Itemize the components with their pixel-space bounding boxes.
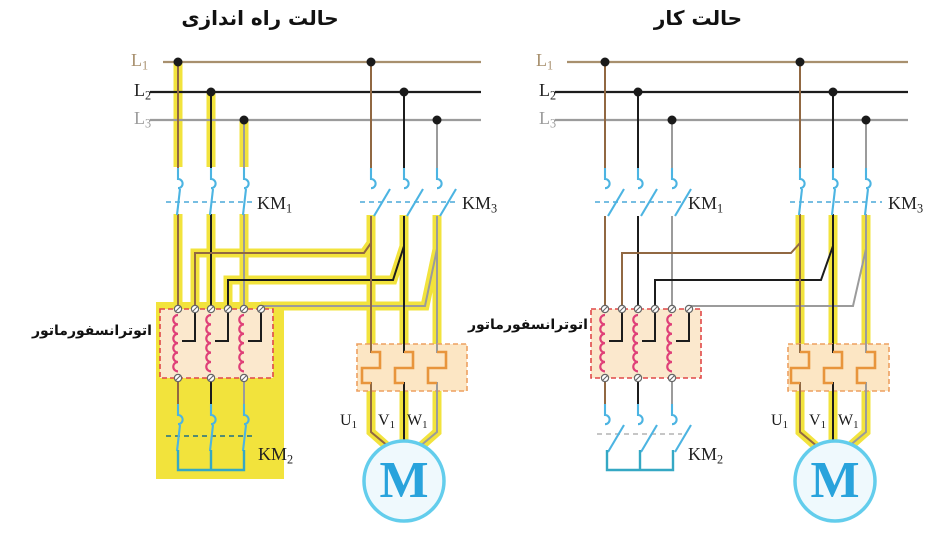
contact-hook (242, 168, 250, 190)
winding (632, 313, 639, 373)
contact-hook (636, 404, 644, 426)
label-km1: KM1 (688, 193, 724, 216)
left-diagram-starting-mode (150, 57, 481, 523)
label-l1: L1 (536, 50, 554, 73)
label-w1: W1 (838, 412, 859, 432)
label-l2: L2 (539, 80, 557, 103)
contact-hook (209, 168, 217, 190)
label-u1: U1 (771, 412, 788, 432)
contact-hook (670, 404, 678, 426)
right-diagram-run-mode (555, 57, 908, 523)
heater-element (393, 350, 415, 385)
label-km2: KM2 (688, 444, 724, 467)
label-l3: L3 (539, 108, 557, 131)
contact-hook (176, 404, 184, 426)
contact-hook (603, 404, 611, 426)
contact-hook (603, 168, 611, 190)
motor-letter: M (379, 452, 429, 509)
terminals (173, 304, 266, 383)
winding (666, 313, 673, 373)
overload-relay (356, 343, 468, 392)
contact-hook (176, 168, 184, 190)
star-point-bar (176, 450, 246, 472)
heater-element (789, 350, 811, 385)
label-autotransformer: اتوترانسفورماتور (467, 317, 588, 333)
winding (205, 313, 212, 373)
km1-contactor-closed (166, 168, 252, 216)
label-w1: W1 (407, 412, 428, 432)
star-point-bar (605, 450, 675, 472)
label-km2: KM2 (258, 444, 294, 467)
contact-hook (209, 404, 217, 426)
motor (362, 439, 446, 523)
terminals (600, 304, 694, 383)
label-v1: V1 (809, 412, 826, 432)
label-u1: U1 (340, 412, 357, 432)
contact-hook (242, 404, 250, 426)
label-km3: KM3 (462, 193, 498, 216)
supply-buses (150, 60, 481, 122)
label-km1: KM1 (257, 193, 293, 216)
contact-hook (435, 168, 443, 190)
km1-contactor-open (595, 168, 692, 217)
km2-contactor-open (597, 404, 692, 472)
overload-relay (787, 343, 890, 392)
contact-hook (831, 168, 839, 190)
autotransformer (159, 304, 274, 383)
label-l3: L3 (134, 108, 152, 131)
label-l1: L1 (131, 50, 149, 73)
label-km3: KM3 (888, 193, 924, 216)
label-v1: V1 (378, 412, 395, 432)
heater-element (822, 350, 844, 385)
winding (172, 313, 179, 373)
contact-hook (864, 168, 872, 190)
right-diagram-title: حالت کار (653, 6, 743, 30)
heater-element (426, 350, 448, 385)
junction-dots (600, 57, 871, 125)
heater-element (360, 350, 382, 385)
heater-element (855, 350, 877, 385)
contact-hook (798, 168, 806, 190)
km2-contactor-closed (166, 404, 252, 472)
contact-hook (636, 168, 644, 190)
left-diagram-title: حالت راه اندازی (181, 6, 339, 30)
junction-dots (173, 57, 442, 125)
label-l2: L2 (134, 80, 152, 103)
km3-contactor-closed (790, 168, 882, 216)
contact-hook (670, 168, 678, 190)
label-autotransformer: اتوترانسفورماتور (31, 323, 152, 339)
contact-hook (402, 168, 410, 190)
km3-contactor-open (360, 168, 457, 217)
contact-hook (369, 168, 377, 190)
autotransformer (590, 304, 702, 383)
motor (793, 439, 877, 523)
winding (599, 313, 606, 373)
motor-letter: M (810, 452, 860, 509)
supply-buses (555, 60, 908, 122)
winding (238, 313, 245, 373)
